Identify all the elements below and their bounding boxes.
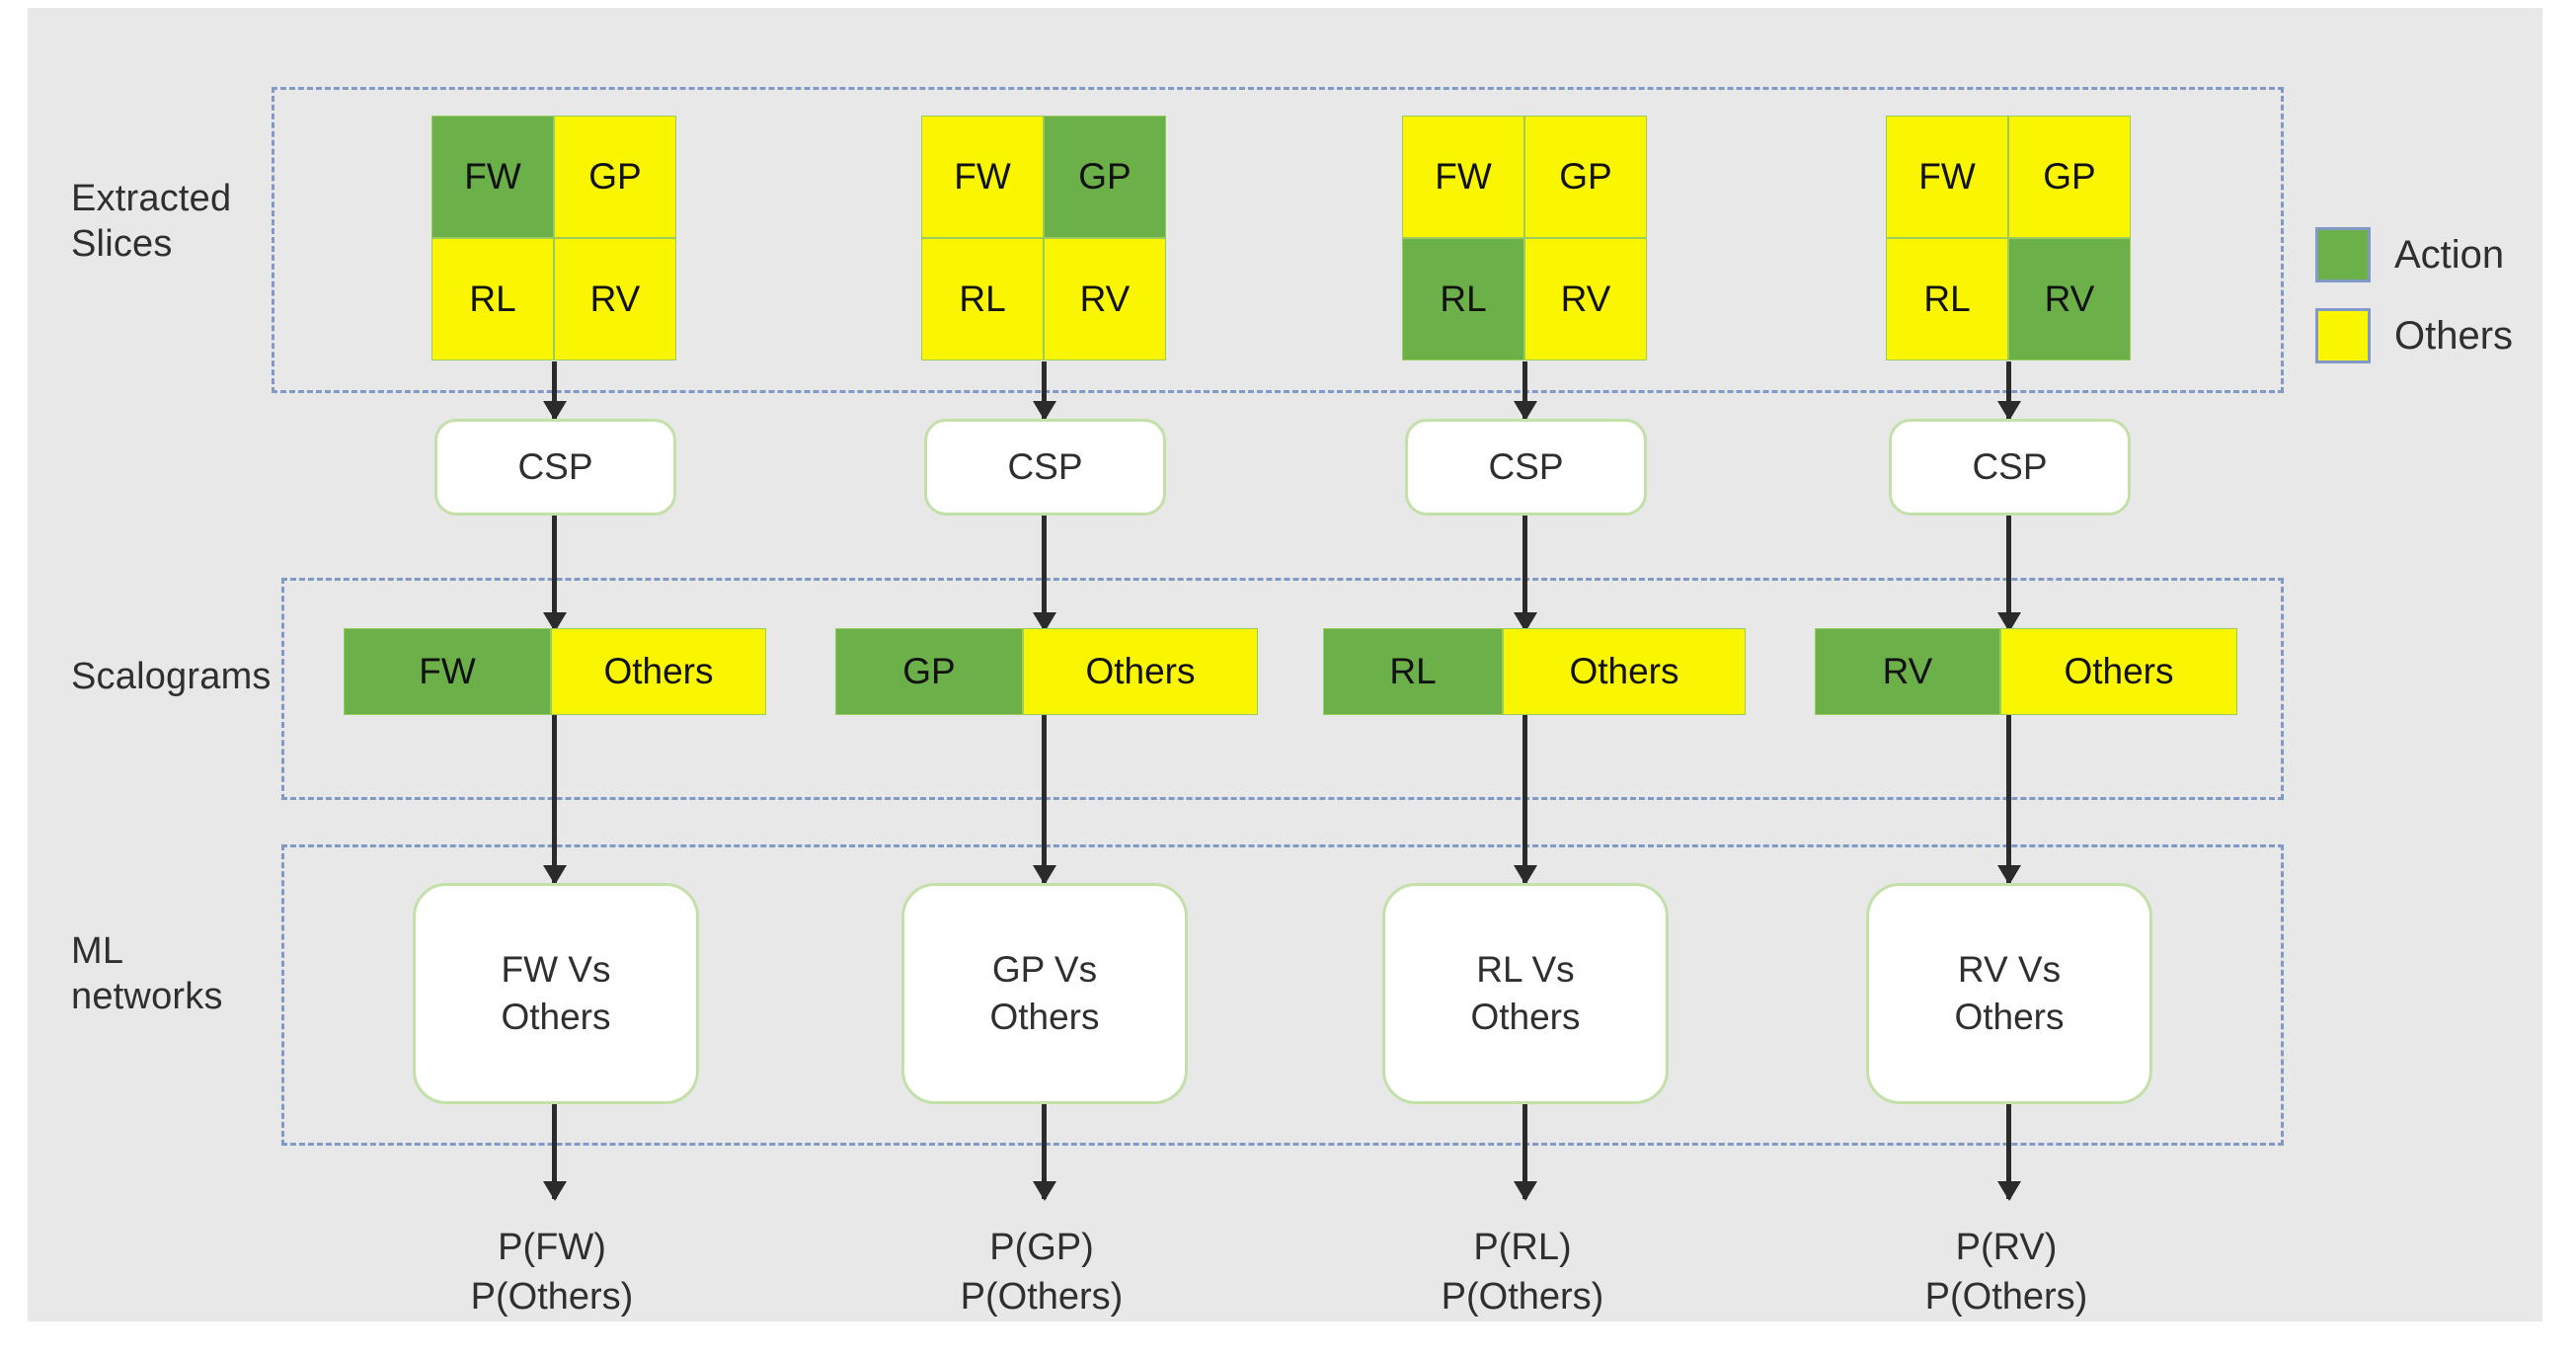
arrow-slices-to-csp-rl — [1522, 361, 1527, 419]
slice-cell-rv-rv[interactable]: RV — [2008, 238, 2131, 360]
slice-cell-rv-gp[interactable]: GP — [2008, 116, 2131, 238]
slice-grid-rv[interactable]: FW GP RL RV — [1886, 116, 2131, 360]
arrow-scalogram-to-ml-rl — [1522, 715, 1527, 883]
slice-grid-fw[interactable]: FW GP RL RV — [431, 116, 676, 360]
scalogram-segment-action-fw[interactable]: FW — [344, 628, 551, 715]
scalogram-fw[interactable]: FW Others — [344, 628, 766, 715]
slice-cell-gp-gp[interactable]: GP — [1044, 116, 1166, 238]
slice-cell-fw-rv[interactable]: RV — [554, 238, 676, 360]
slice-cell-rl-rl[interactable]: RL — [1402, 238, 1524, 360]
ml-network-box-gp[interactable]: GP Vs Others — [901, 883, 1188, 1104]
group-frame-ml-networks — [281, 844, 2284, 1146]
csp-box-gp[interactable]: CSP — [924, 419, 1166, 516]
output-probabilities-gp: P(GP) P(Others) — [960, 1227, 1124, 1318]
arrow-slices-to-csp-gp — [1042, 361, 1047, 419]
output-probabilities-rv: P(RV) P(Others) — [1924, 1227, 2088, 1318]
arrow-csp-to-scalogram-fw — [552, 516, 557, 630]
arrow-csp-to-scalogram-gp — [1042, 516, 1047, 630]
slice-cell-rl-fw[interactable]: FW — [1402, 116, 1524, 238]
arrow-ml-to-output-gp — [1042, 1104, 1047, 1199]
slice-cell-fw-fw[interactable]: FW — [431, 116, 554, 238]
slice-cell-rv-fw[interactable]: FW — [1886, 116, 2008, 238]
slice-grid-rl[interactable]: FW GP RL RV — [1402, 116, 1647, 360]
ml-network-box-fw[interactable]: FW Vs Others — [413, 883, 699, 1104]
scalogram-segment-others-rl[interactable]: Others — [1503, 628, 1746, 715]
legend-label-action: Action — [2394, 232, 2505, 277]
slice-cell-fw-rl[interactable]: RL — [431, 238, 554, 360]
legend-swatch-others-icon — [2315, 308, 2371, 363]
csp-box-rv[interactable]: CSP — [1889, 419, 2131, 516]
ml-network-box-rl[interactable]: RL Vs Others — [1382, 883, 1669, 1104]
arrow-scalogram-to-ml-rv — [2006, 715, 2011, 883]
slice-cell-rl-gp[interactable]: GP — [1524, 116, 1647, 238]
slice-cell-gp-rl[interactable]: RL — [921, 238, 1044, 360]
row-label-ml-networks: ML networks — [71, 930, 223, 1017]
arrow-ml-to-output-rv — [2006, 1104, 2011, 1199]
scalogram-segment-action-rv[interactable]: RV — [1815, 628, 2000, 715]
output-probabilities-rl: P(RL) P(Others) — [1441, 1227, 1604, 1318]
scalogram-rl[interactable]: RL Others — [1323, 628, 1746, 715]
legend: Action Others — [2315, 227, 2513, 389]
arrow-slices-to-csp-fw — [552, 361, 557, 419]
slice-cell-gp-rv[interactable]: RV — [1044, 238, 1166, 360]
legend-swatch-action-icon — [2315, 227, 2371, 282]
arrow-csp-to-scalogram-rl — [1522, 516, 1527, 630]
slice-cell-gp-fw[interactable]: FW — [921, 116, 1044, 238]
slice-cell-rv-rl[interactable]: RL — [1886, 238, 2008, 360]
ml-network-box-rv[interactable]: RV Vs Others — [1866, 883, 2152, 1104]
arrow-ml-to-output-rl — [1522, 1104, 1527, 1199]
scalogram-segment-others-fw[interactable]: Others — [551, 628, 766, 715]
csp-box-fw[interactable]: CSP — [434, 419, 676, 516]
scalogram-gp[interactable]: GP Others — [835, 628, 1258, 715]
scalogram-segment-others-gp[interactable]: Others — [1023, 628, 1258, 715]
arrow-ml-to-output-fw — [552, 1104, 557, 1199]
group-frame-extracted-slices — [272, 87, 2284, 393]
scalogram-segment-action-rl[interactable]: RL — [1323, 628, 1503, 715]
slice-cell-rl-rv[interactable]: RV — [1524, 238, 1647, 360]
group-frame-scalograms — [281, 578, 2284, 800]
row-label-scalograms: Scalograms — [71, 656, 272, 697]
legend-item-action: Action — [2315, 227, 2513, 282]
scalogram-segment-others-rv[interactable]: Others — [2000, 628, 2237, 715]
row-label-extracted-slices: Extracted Slices — [71, 178, 232, 265]
scalogram-rv[interactable]: RV Others — [1815, 628, 2237, 715]
legend-label-others: Others — [2394, 313, 2514, 358]
csp-box-rl[interactable]: CSP — [1405, 419, 1647, 516]
legend-item-others: Others — [2315, 308, 2513, 363]
slice-grid-gp[interactable]: FW GP RL RV — [921, 116, 1166, 360]
scalogram-segment-action-gp[interactable]: GP — [835, 628, 1023, 715]
arrow-slices-to-csp-rv — [2006, 361, 2011, 419]
arrow-csp-to-scalogram-rv — [2006, 516, 2011, 630]
arrow-scalogram-to-ml-fw — [552, 715, 557, 883]
output-probabilities-fw: P(FW) P(Others) — [470, 1227, 634, 1318]
slice-cell-fw-gp[interactable]: GP — [554, 116, 676, 238]
arrow-scalogram-to-ml-gp — [1042, 715, 1047, 883]
